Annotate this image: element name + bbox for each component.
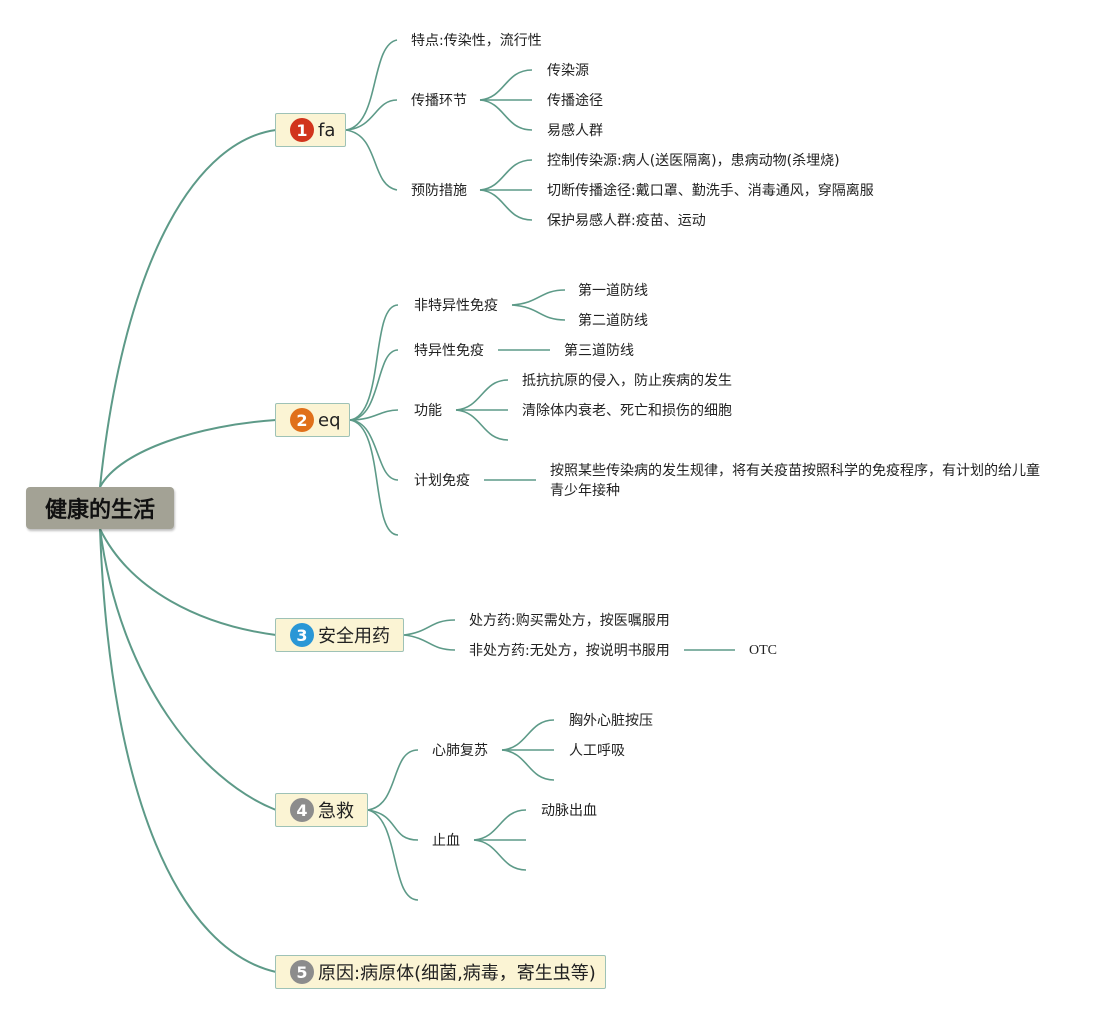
cpr-item-compression[interactable]: 胸外心脏按压 — [569, 713, 653, 729]
topic-label: fa — [318, 119, 336, 141]
number-badge: 2 — [290, 408, 314, 432]
prevention-item-cut-route[interactable]: 切断传播途径:戴口罩、勤洗手、消毒通风，穿隔离服 — [547, 183, 874, 199]
topic-3[interactable]: 3 安全用药 — [275, 618, 404, 652]
subtopic-feature[interactable]: 特点:传染性，流行性 — [411, 33, 542, 49]
number-badge: 1 — [290, 118, 314, 142]
topic-5[interactable]: 5 原因:病原体(细菌,病毒，寄生虫等) — [275, 955, 606, 989]
subtopic-prevention[interactable]: 预防措施 — [411, 183, 467, 199]
topic-label: 原因:病原体(细菌,病毒，寄生虫等) — [318, 963, 596, 984]
cpr-item-breathing[interactable]: 人工呼吸 — [569, 743, 625, 759]
prevention-item-control-source[interactable]: 控制传染源:病人(送医隔离)，患病动物(杀埋烧) — [547, 153, 840, 169]
subtopic-function[interactable]: 功能 — [414, 403, 442, 419]
number-badge: 4 — [290, 798, 314, 822]
bleeding-item-arterial[interactable]: 动脉出血 — [541, 803, 597, 819]
function-item-clear[interactable]: 清除体内衰老、死亡和损伤的细胞 — [522, 403, 732, 419]
prevention-item-protect[interactable]: 保护易感人群:疫苗、运动 — [547, 213, 706, 229]
subtopic-stop-bleeding[interactable]: 止血 — [432, 833, 460, 849]
planned-immunity-description[interactable]: 按照某些传染病的发生规律，将有关疫苗按照科学的免疫程序，有计划的给儿童青少年接种 — [550, 463, 1040, 499]
defense-line-3[interactable]: 第三道防线 — [564, 343, 634, 359]
function-item-resist[interactable]: 抵抗抗原的侵入，防止疾病的发生 — [522, 373, 732, 389]
subtopic-nonspecific-immunity[interactable]: 非特异性免疫 — [414, 298, 498, 314]
subtopic-planned-immunity[interactable]: 计划免疫 — [414, 473, 470, 489]
root-topic[interactable]: 健康的生活 — [26, 487, 174, 529]
subtopic-cpr[interactable]: 心肺复苏 — [432, 743, 488, 759]
defense-line-2[interactable]: 第二道防线 — [578, 313, 648, 329]
number-badge: 3 — [290, 623, 314, 647]
topic-label: eq — [318, 409, 341, 431]
nonprescription-drug[interactable]: 非处方药:无处方，按说明书服用 — [469, 643, 670, 659]
chain-item-source[interactable]: 传染源 — [547, 63, 589, 79]
topic-4[interactable]: 4 急救 — [275, 793, 368, 827]
chain-item-route[interactable]: 传播途径 — [547, 93, 603, 109]
topic-label: 安全用药 — [318, 626, 390, 647]
subtopic-chain[interactable]: 传播环节 — [411, 93, 467, 109]
chain-item-susceptible[interactable]: 易感人群 — [547, 123, 603, 139]
defense-line-1[interactable]: 第一道防线 — [578, 283, 648, 299]
topic-2[interactable]: 2 eq — [275, 403, 350, 437]
topic-label: 急救 — [318, 801, 354, 822]
topic-1[interactable]: 1 fa — [275, 113, 346, 147]
otc-label[interactable]: OTC — [749, 643, 777, 658]
number-badge: 5 — [290, 960, 314, 984]
prescription-drug[interactable]: 处方药:购买需处方，按医嘱服用 — [469, 613, 670, 629]
subtopic-specific-immunity[interactable]: 特异性免疫 — [414, 343, 484, 359]
